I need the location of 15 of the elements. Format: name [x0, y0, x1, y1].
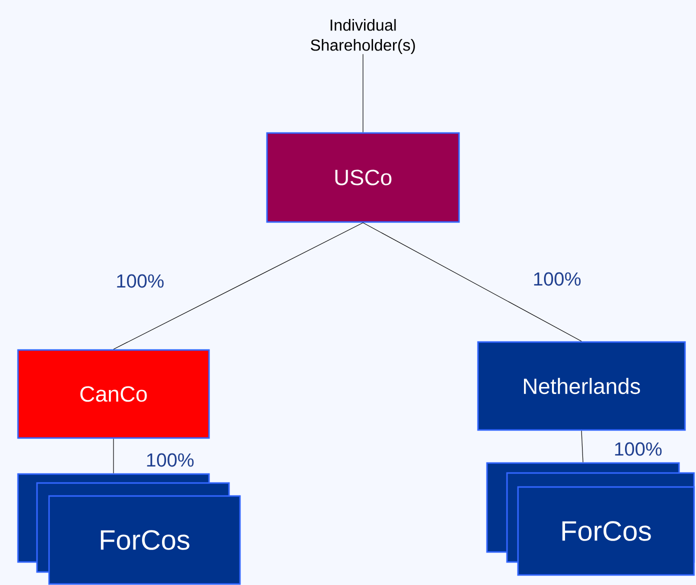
node-label: Individual Shareholder(s) [310, 19, 415, 54]
edge-label: 100% [612, 441, 664, 457]
edge-label: 100% [532, 271, 582, 287]
connector-line [113, 222, 364, 350]
company-box: ForCos [48, 495, 241, 585]
connector-line [362, 54, 364, 133]
connector-line [113, 438, 114, 474]
edge-label: 100% [144, 452, 196, 468]
connector-line [362, 222, 582, 342]
edge-label: 100% [114, 273, 166, 289]
company-box: ForCos [517, 486, 695, 576]
connector-line [581, 430, 584, 463]
company-box: USCo [266, 132, 460, 223]
company-box: Netherlands [477, 341, 686, 431]
company-box: CanCo [17, 349, 210, 439]
